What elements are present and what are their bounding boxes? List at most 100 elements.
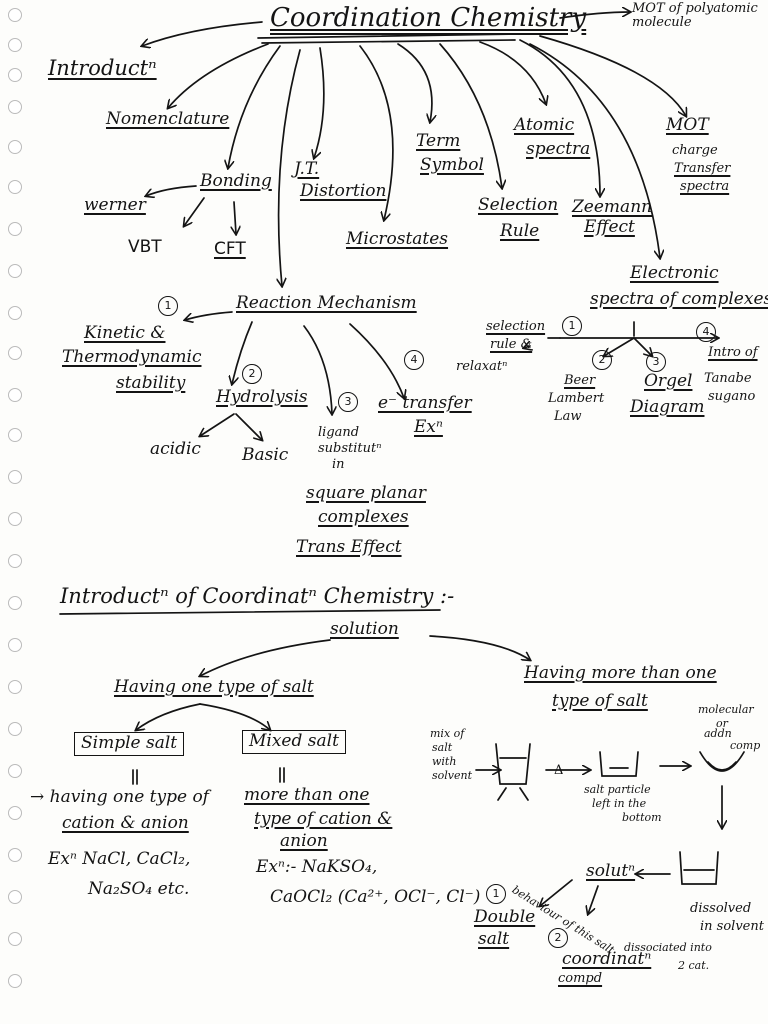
double-salt-line-1: Double — [474, 907, 536, 927]
binder-hole — [8, 100, 22, 114]
thermodynamic-node: Thermodynamic — [62, 347, 202, 367]
ligand-line-2: substitutⁿ — [318, 441, 382, 456]
cft-node: CFT — [214, 239, 246, 259]
e-transfer-node: e⁻ transfer — [378, 393, 472, 413]
ligand-line-5: complexes — [318, 507, 409, 527]
intro-heading: Introductⁿ of Coordinatⁿ Chemistry :- — [60, 584, 455, 608]
simple-desc-line-1: → having one type of — [30, 787, 209, 807]
step-number: 3 — [646, 352, 666, 372]
stability-node: stability — [116, 373, 186, 393]
mix-line-1: mix of — [430, 727, 465, 740]
step-number: 2 — [592, 350, 612, 370]
trans-effect-node: Trans Effect — [296, 537, 402, 557]
step-number: 4 — [404, 350, 424, 370]
page-title: Coordination Chemistry — [270, 3, 587, 33]
dissociated-line-2: 2 cat. — [678, 959, 710, 972]
hydrolysis-node: Hydrolysis — [216, 387, 308, 407]
step-number: 4 — [696, 322, 716, 342]
mixed-desc-line-1: more than one — [244, 785, 370, 805]
binder-hole — [8, 222, 22, 236]
orgel-line-1: Orgel — [644, 371, 693, 391]
molecular-line-1: molecular — [698, 703, 754, 716]
zeemann-effect-node: Effect — [584, 217, 635, 237]
binder-hole — [8, 722, 22, 736]
simple-desc-line-2: cation & anion — [62, 813, 189, 833]
microstates-node: Microstates — [346, 229, 449, 249]
binder-hole — [8, 764, 22, 778]
more-than-one-line-2: type of salt — [552, 691, 648, 711]
term-node: Term — [416, 131, 461, 151]
simple-example-1: Exⁿ NaCl, CaCl₂, — [48, 849, 191, 869]
mix-line-4: solvent — [432, 769, 473, 782]
mixed-example-2: CaOCl₂ (Ca²⁺, OCl⁻, Cl⁻) — [270, 887, 481, 907]
binder-hole — [8, 180, 22, 194]
binder-hole — [8, 554, 22, 568]
beer-line-2: Lambert — [548, 391, 605, 406]
acidic-node: acidic — [150, 439, 201, 459]
binder-hole — [8, 890, 22, 904]
charge-node: charge — [672, 143, 718, 158]
introduction-node: Introductⁿ — [48, 56, 157, 80]
ligand-line-3: in — [332, 457, 345, 472]
binder-hole — [8, 512, 22, 526]
binder-hole — [8, 388, 22, 402]
binder-hole — [8, 8, 22, 22]
binder-hole — [8, 638, 22, 652]
mixed-example-1: Exⁿ:- NaKSO₄, — [256, 857, 378, 877]
particle-line-1: salt particle — [584, 783, 651, 796]
tanabe-line-1: Intro of — [708, 345, 758, 360]
molecular-line-4: comp — [730, 739, 761, 752]
particle-line-2: left in the — [592, 797, 647, 810]
orgel-line-2: Diagram — [630, 397, 705, 417]
electronic-node: Electronic — [630, 263, 719, 283]
dissolved-line-1: dissolved — [690, 901, 752, 916]
kinetic-node: Kinetic & — [84, 323, 166, 343]
atomic-spectra-node: spectra — [526, 139, 591, 159]
binder-hole — [8, 428, 22, 442]
jt-distortion-node: Distortion — [300, 181, 387, 201]
step-number: 1 — [562, 316, 582, 336]
bonding-node: Bonding — [200, 171, 272, 191]
simple-example-2: Na₂SO₄ etc. — [88, 879, 190, 899]
electronic-spectra-node: spectra of complexes — [590, 289, 768, 309]
e-transfer-example: Exⁿ — [414, 417, 443, 437]
binder-hole — [8, 306, 22, 320]
one-type-node: Having one type of salt — [114, 677, 314, 697]
binder-hole — [8, 596, 22, 610]
binder-hole — [8, 806, 22, 820]
binder-hole — [8, 68, 22, 82]
step-number: 3 — [338, 392, 358, 412]
selection-rule-line-1: selection — [486, 319, 546, 334]
particle-line-3: bottom — [622, 811, 662, 824]
basic-node: Basic — [242, 445, 289, 465]
binder-hole — [8, 848, 22, 862]
step-number: 1 — [158, 296, 178, 316]
binder-hole — [8, 38, 22, 52]
mix-line-2: salt — [432, 741, 453, 754]
spectra-node: spectra — [680, 179, 730, 194]
binder-hole — [8, 264, 22, 278]
binder-hole — [8, 680, 22, 694]
selection-node: Selection — [478, 195, 559, 215]
term-symbol-node: Symbol — [420, 155, 484, 175]
mixed-salt-box: Mixed salt — [242, 730, 346, 754]
more-than-one-line-1: Having more than one — [524, 663, 717, 683]
step-number: 2 — [548, 928, 568, 948]
coordination-compound-line-1: coordinatⁿ — [562, 949, 652, 969]
jt-node: J.T. — [294, 159, 320, 179]
transfer-node: Transfer — [674, 161, 731, 176]
simple-salt-box: Simple salt — [74, 732, 185, 756]
binder-hole — [8, 470, 22, 484]
binder-hole — [8, 140, 22, 154]
solution-node: solution — [330, 619, 399, 639]
dissolved-line-2: in solvent — [700, 919, 764, 934]
mot-node: MOT — [666, 115, 709, 135]
tanabe-line-3: sugano — [708, 389, 756, 404]
atomic-node: Atomic — [514, 115, 575, 135]
step-number: 2 — [242, 364, 262, 384]
molecular-line-2: or — [716, 717, 728, 730]
reaction-mechanism-node: Reaction Mechanism — [236, 293, 417, 313]
solution-result-node: solutⁿ — [586, 861, 636, 881]
coordination-compound-line-2: compd — [558, 971, 603, 986]
